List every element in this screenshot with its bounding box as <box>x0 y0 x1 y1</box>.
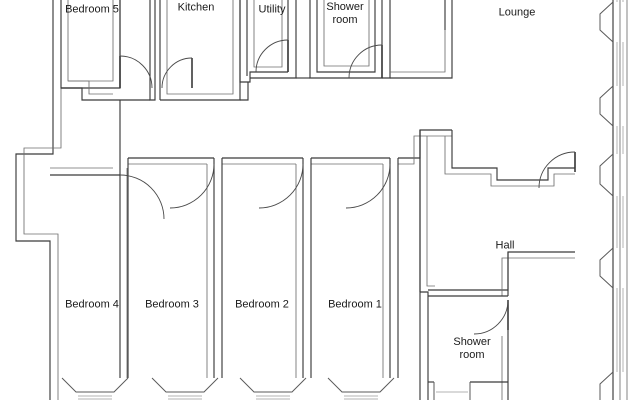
room-outline-shower-room-top <box>309 0 391 79</box>
wall-corridor-upper <box>61 0 453 101</box>
room-outline-shower-room-bottom <box>428 290 509 400</box>
door-entry <box>538 151 576 189</box>
bay-window-bedroom-1 <box>327 377 395 400</box>
room-label-kitchen: Kitchen <box>177 1 215 14</box>
bay-window-bedroom-4 <box>61 377 129 400</box>
doors-layer <box>119 39 576 335</box>
wall-bedroom-partitions <box>119 100 421 400</box>
bay-window-bedroom-3 <box>151 377 219 400</box>
room-label-hall: Hall <box>495 239 515 252</box>
room-label-lounge: Lounge <box>498 6 536 19</box>
door-shower-room-top <box>348 44 383 79</box>
room-label-bedroom-2: Bedroom 2 <box>235 298 289 311</box>
outer-wall-left <box>15 0 62 400</box>
room-label-bedroom-4: Bedroom 4 <box>65 298 119 311</box>
door-bedroom-2 <box>258 163 304 209</box>
room-outline-kitchen <box>149 0 241 101</box>
outer-wall-right <box>599 0 628 400</box>
door-bedroom-4 <box>119 174 165 220</box>
door-bedroom-5 <box>119 55 153 89</box>
room-label-shower-room-top: Shower room <box>326 1 364 26</box>
room-label-bedroom-5: Bedroom 5 <box>65 3 119 16</box>
door-shower-room-bottom <box>473 299 509 335</box>
bay-window-shower-room-bottom <box>433 382 471 400</box>
wall-hall <box>419 130 576 400</box>
room-label-utility: Utility <box>258 3 286 16</box>
room-label-bedroom-3: Bedroom 3 <box>145 298 199 311</box>
door-bedroom-3 <box>169 163 215 209</box>
door-kitchen <box>161 57 193 89</box>
bay-window-bedroom-2 <box>239 377 307 400</box>
bay-windows-bottom <box>61 377 471 400</box>
door-utility <box>255 39 289 73</box>
wall-corridor-divider <box>50 129 452 176</box>
door-bedroom-1 <box>345 163 391 209</box>
room-label-bedroom-1: Bedroom 1 <box>328 298 382 311</box>
room-label-shower-room-bottom: Shower room <box>453 336 491 361</box>
